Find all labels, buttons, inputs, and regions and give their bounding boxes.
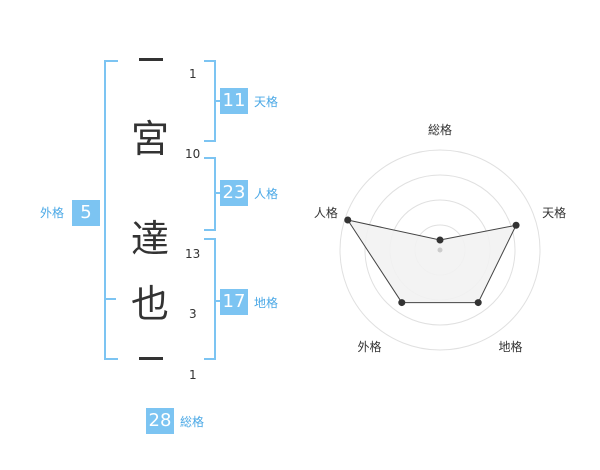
radar-axis-label-2: 天格 [542, 205, 566, 220]
jinkaku-bracket [204, 157, 216, 231]
radar-axis-label-3: 地格 [499, 339, 523, 354]
name-char-1 [139, 58, 163, 61]
gaikaku-bracket [104, 60, 118, 360]
radar-axis-label-1: 総格 [428, 122, 452, 137]
jinkaku-badge: 23 [220, 180, 248, 206]
tenkaku-label: 天格 [254, 95, 279, 109]
radar-point-4 [398, 299, 406, 307]
stroke-count-3: 13 [185, 247, 201, 261]
chikaku-connector [214, 300, 220, 302]
gaikaku-badge: 5 [72, 200, 100, 226]
radar-grid-ring [364, 174, 516, 326]
gaikaku-connector [106, 298, 116, 300]
radar-grid-ring [339, 149, 541, 351]
jinkaku-label: 人格 [254, 187, 279, 201]
radar-axis-label-5: 人格 [314, 205, 338, 220]
radar-point-3 [474, 299, 482, 307]
radar-center-dot [437, 247, 443, 253]
gaikaku-label: 外格 [40, 206, 65, 220]
name-char-4: 也 [130, 282, 169, 326]
stroke-count-4: 3 [189, 307, 197, 321]
stroke-count-1: 1 [189, 67, 197, 81]
radar-axis-label-4: 外格 [357, 339, 381, 354]
tenkaku-connector [214, 100, 220, 102]
chikaku-bracket [204, 238, 216, 360]
name-char-3: 達 [130, 217, 169, 261]
radar-series-area [346, 219, 517, 304]
radar-point-1 [436, 236, 444, 244]
chikaku-badge: 17 [220, 289, 248, 315]
name-char-2: 宮 [130, 117, 169, 161]
soukaku-badge: 28 [146, 408, 174, 434]
radar-point-5 [344, 216, 352, 224]
soukaku-label: 総格 [180, 415, 205, 429]
jinkaku-connector [214, 192, 220, 194]
stroke-count-2: 10 [185, 147, 201, 161]
name-char-5 [139, 357, 163, 360]
chikaku-label: 地格 [254, 296, 279, 310]
tenkaku-badge: 11 [220, 88, 248, 114]
radar-point-2 [512, 221, 520, 229]
stroke-count-5: 1 [189, 368, 197, 382]
